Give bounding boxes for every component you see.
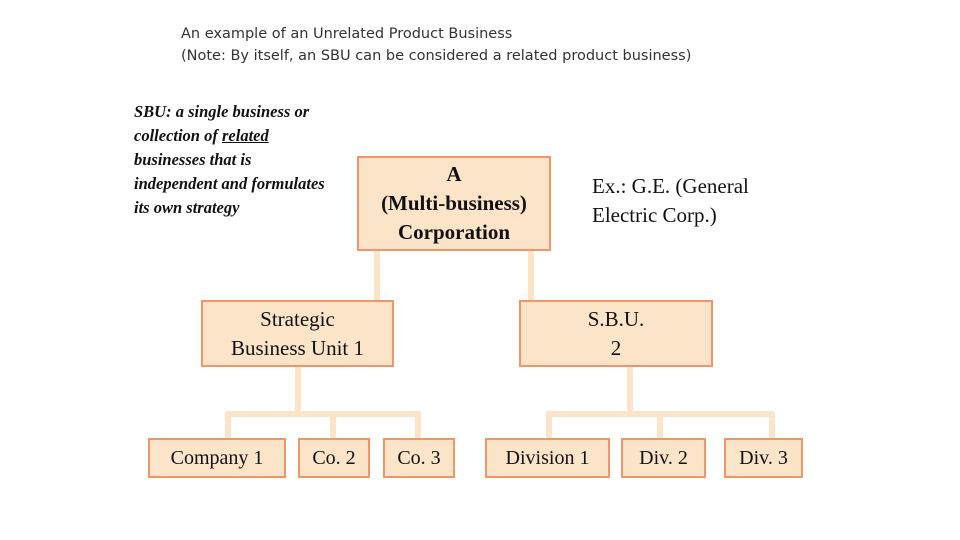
company1-label: Company 1 (170, 447, 264, 469)
definition-text-1: SBU: a single business or collection of (134, 102, 310, 145)
co2-box: Co. 2 (298, 438, 370, 478)
co3-label: Co. 3 (397, 447, 441, 469)
corporation-box: A (Multi-business) Corporation (357, 156, 551, 251)
div2-box: Div. 2 (621, 438, 706, 478)
div3-label: Div. 3 (739, 447, 788, 469)
caption-line-2: (Note: By itself, an SBU can be consider… (181, 48, 692, 64)
division1-label: Division 1 (505, 447, 590, 469)
div3-box: Div. 3 (724, 438, 803, 478)
example-note: Ex.: G.E. (General Electric Corp.) (592, 172, 749, 230)
sbu-definition: SBU: a single business or collection of … (134, 100, 334, 220)
example-line-2: Electric Corp.) (592, 203, 717, 227)
example-line-1: Ex.: G.E. (General (592, 174, 749, 198)
sbu2-line-2: 2 (610, 335, 622, 360)
sbu2-box: S.B.U. 2 (519, 300, 713, 367)
definition-underlined-word: related (221, 126, 269, 145)
company1-box: Company 1 (148, 438, 286, 478)
co2-label: Co. 2 (312, 447, 356, 469)
sbu2-line-1: S.B.U. (587, 306, 645, 331)
co3-box: Co. 3 (383, 438, 455, 478)
sbu1-line-2: Business Unit 1 (230, 335, 364, 360)
caption: An example of an Unrelated Product Busin… (181, 23, 691, 67)
sbu1-line-1: Strategic (260, 306, 335, 331)
corporation-line-2: (Multi-business) (381, 191, 527, 215)
caption-line-1: An example of an Unrelated Product Busin… (181, 26, 513, 42)
definition-text-2: businesses that is independent and formu… (134, 150, 325, 217)
corporation-line-3: Corporation (398, 220, 510, 244)
div2-label: Div. 2 (639, 447, 688, 469)
sbu1-box: Strategic Business Unit 1 (201, 300, 394, 367)
corporation-line-1: A (446, 162, 462, 186)
division1-box: Division 1 (485, 438, 610, 478)
